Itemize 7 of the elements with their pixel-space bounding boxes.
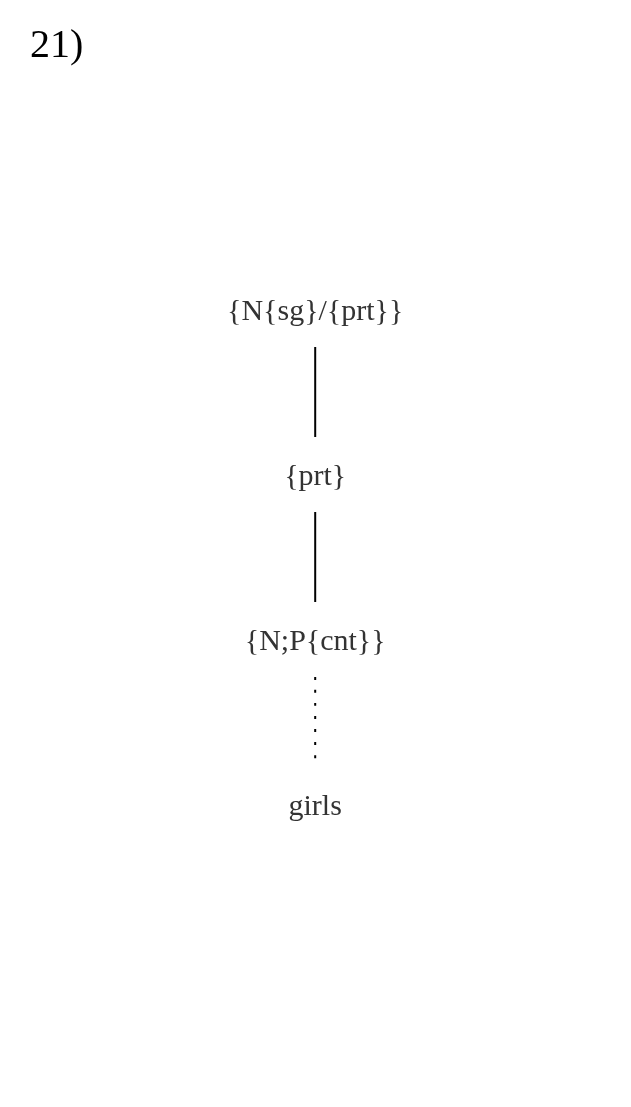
node-text: {N;P{cnt}} xyxy=(245,623,386,656)
example-number: 21) xyxy=(30,20,84,67)
node-text: girls xyxy=(288,788,343,821)
node-text: {prt} xyxy=(284,458,347,491)
connector xyxy=(314,511,317,603)
node-text: {N{sg}/{prt}} xyxy=(227,293,404,326)
connector xyxy=(314,346,317,438)
